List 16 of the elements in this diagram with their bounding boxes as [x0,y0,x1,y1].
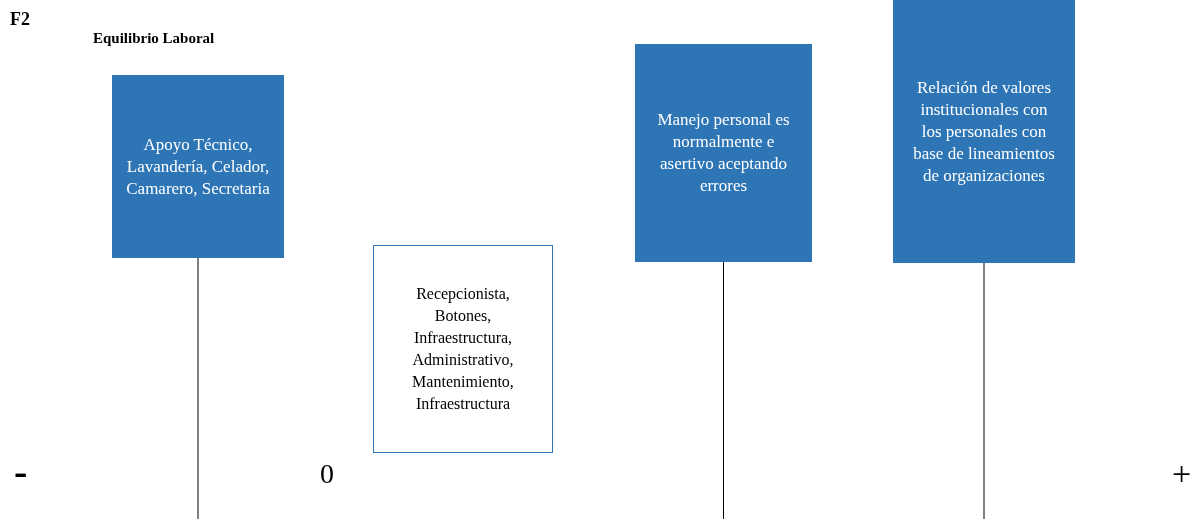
scale-minus-sign: - [14,448,28,495]
process-box [112,75,284,258]
category-box [373,245,553,453]
stem-line [723,261,724,519]
box-text: Apoyo Técnico, Lavandería, Celador, Camarero, Secretaria [125,133,271,200]
stem-line [983,262,985,519]
box-text: Relación de valores institucionales con los personales con base de lineamientos de organizaciones [912,76,1056,187]
process-box [635,44,812,262]
figure-number: F2 [10,9,30,30]
process-box [893,0,1075,263]
stem-line [197,257,199,519]
scale-plus-sign: + [1172,455,1192,493]
diagram-title: Equilibrio Laboral [93,30,215,47]
box-text: Manejo personal es normalmente e asertivo aceptando errores [656,109,791,197]
box-text: Recepcionista, Botones, Infraestructura, Administrativo, Mantenimiento, Infraestructura [411,284,515,414]
scale-zero-label: 0 [320,458,334,490]
